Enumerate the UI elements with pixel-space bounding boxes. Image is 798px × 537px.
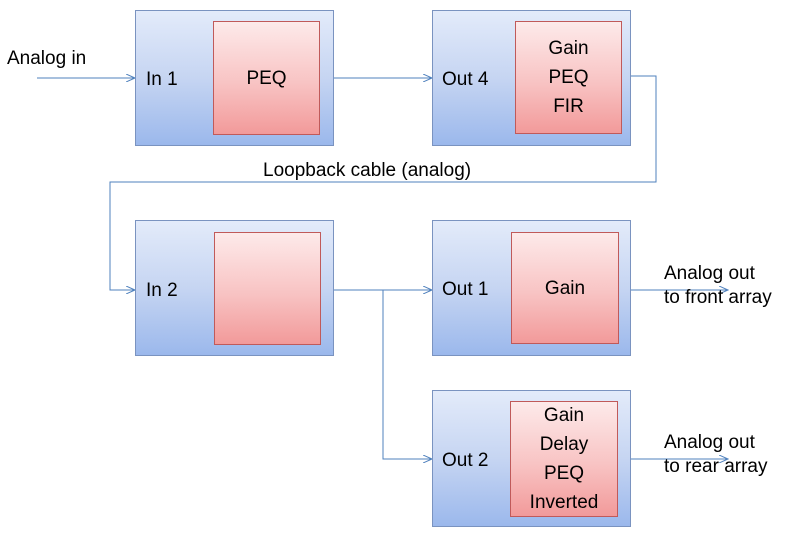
rear-output-label: Analog out to rear array bbox=[664, 431, 767, 479]
wire-in2-to-out2 bbox=[334, 289, 432, 459]
proc-peq: PEQ bbox=[543, 463, 585, 484]
proc-gain: Gain bbox=[548, 38, 589, 59]
port-label: In 1 bbox=[146, 69, 178, 90]
block-in-2: In 2 bbox=[135, 220, 334, 356]
block-out-2: Out 2 Gain Delay PEQ Inverted bbox=[432, 390, 631, 527]
port-label: Out 4 bbox=[442, 69, 489, 90]
port-label: Out 2 bbox=[442, 450, 489, 471]
proc-peq: PEQ bbox=[246, 67, 287, 89]
rear-output-line-1: Analog out bbox=[664, 432, 755, 453]
block-in-1: In 1 PEQ bbox=[135, 10, 334, 146]
port-label: Out 1 bbox=[442, 279, 489, 300]
rear-output-line-2: to rear array bbox=[664, 456, 768, 477]
processing-box bbox=[214, 232, 321, 345]
proc-gain: Gain bbox=[544, 277, 586, 299]
processing-box: Gain bbox=[511, 232, 619, 344]
front-output-line-2: to front array bbox=[664, 287, 772, 308]
processing-box: Gain PEQ FIR bbox=[515, 21, 622, 134]
proc-peq: PEQ bbox=[548, 67, 589, 88]
wire-loopback bbox=[109, 75, 657, 290]
analog-in-label: Analog in bbox=[7, 48, 87, 69]
proc-delay: Delay bbox=[539, 434, 589, 455]
block-out-4: Out 4 Gain PEQ FIR bbox=[432, 10, 631, 146]
port-label: In 2 bbox=[146, 280, 178, 301]
block-out-1: Out 1 Gain bbox=[432, 220, 631, 356]
front-output-line-1: Analog out bbox=[664, 263, 755, 284]
proc-gain: Gain bbox=[543, 405, 585, 426]
loopback-label: Loopback cable (analog) bbox=[263, 160, 472, 181]
processing-box: Gain Delay PEQ Inverted bbox=[510, 401, 618, 517]
proc-inverted: Inverted bbox=[529, 492, 599, 513]
proc-fir: FIR bbox=[553, 96, 584, 117]
processing-box: PEQ bbox=[213, 21, 320, 135]
front-output-label: Analog out to front array bbox=[664, 262, 772, 310]
